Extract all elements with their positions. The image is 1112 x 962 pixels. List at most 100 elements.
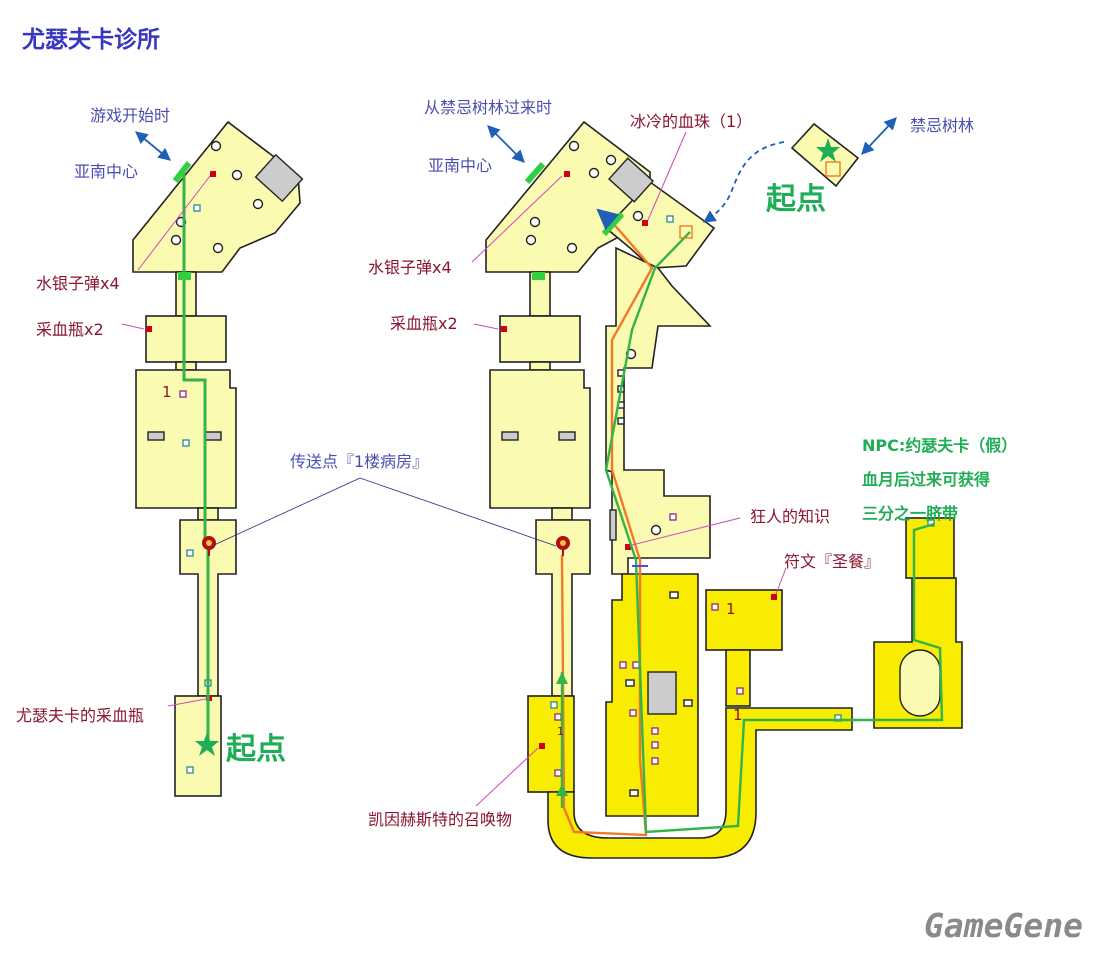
leader-line — [631, 517, 741, 546]
door-marker — [178, 272, 191, 280]
purple-marker-icon — [619, 661, 627, 669]
door-marker — [532, 272, 545, 280]
leader-line — [647, 131, 687, 221]
arrow-icon — [596, 208, 620, 231]
purple-marker-icon — [669, 513, 677, 521]
pillar-icon — [632, 210, 644, 222]
pillar-icon — [566, 242, 578, 254]
label-start-right: 起点 — [766, 182, 826, 217]
door-marker — [172, 161, 192, 183]
teleport-icon — [556, 536, 570, 556]
label-madman-knowledge: 狂人的知识 — [750, 507, 831, 526]
left-corridor-c — [197, 507, 219, 521]
purple-marker-icon — [632, 661, 640, 669]
forest-inner-box — [825, 161, 841, 177]
door-marker — [524, 162, 546, 184]
arrow-up-icon — [556, 784, 568, 796]
purple-marker-icon — [651, 757, 659, 765]
item-marker-icon — [771, 594, 777, 600]
teleport-leader-line — [359, 477, 557, 547]
label-yanan-center-right: 亚南中心 — [428, 156, 493, 175]
leader-line — [775, 567, 787, 595]
right-grey-block — [608, 157, 654, 203]
window-icon — [683, 699, 693, 707]
item-marker-icon — [146, 326, 152, 332]
left-room-b — [145, 315, 227, 363]
item-marker-icon — [564, 171, 570, 177]
left-route-path — [182, 172, 210, 745]
label-mercury-bullets-left: 水银子弹x4 — [36, 274, 120, 293]
room-number-left: 1 — [162, 383, 172, 401]
label-forbidden-woods: 禁忌树林 — [910, 116, 975, 135]
leader-line — [471, 175, 563, 263]
label-rune: 符文『圣餐』 — [784, 552, 881, 571]
label-npc-line3: 三分之一脐带 — [862, 504, 959, 523]
item-marker-icon — [625, 544, 631, 550]
right-bench-1 — [501, 431, 519, 441]
room-number-c: 1 — [557, 725, 564, 738]
left-bench-2 — [204, 431, 222, 441]
double-arrow-icon — [135, 131, 171, 161]
right-long-corridor — [605, 246, 712, 575]
pillar-icon — [210, 140, 222, 152]
right-bench-2 — [558, 431, 576, 441]
purple-marker-icon — [554, 769, 562, 777]
label-yanan-center-left: 亚南中心 — [74, 162, 139, 181]
double-arrow-icon — [487, 125, 525, 163]
left-bench-1 — [147, 431, 165, 441]
item-marker-icon — [501, 326, 507, 332]
right-wall-slot — [609, 509, 617, 541]
item-marker-icon — [642, 220, 648, 226]
left-grey-block — [254, 153, 304, 203]
leader-line — [121, 323, 145, 330]
label-npc-line1: NPC:约瑟夫卡（假） — [862, 436, 1018, 455]
watermark: GameGene — [924, 906, 1083, 945]
right-summon-room — [527, 695, 575, 793]
arrow-up-icon — [556, 672, 568, 684]
purple-marker-icon — [651, 727, 659, 735]
page-title: 尤瑟夫卡诊所 — [22, 27, 160, 53]
right-door-box — [679, 225, 693, 239]
purple-marker-icon — [179, 390, 187, 398]
purple-marker-icon — [651, 741, 659, 749]
pillar-icon — [650, 524, 662, 536]
window-icon — [617, 417, 625, 425]
pillar-icon — [568, 140, 580, 152]
pillar-icon — [231, 169, 243, 181]
teleport-leader-line — [211, 477, 361, 547]
label-game-start: 游戏开始时 — [90, 106, 171, 125]
item-marker-icon — [210, 171, 216, 177]
pillar-icon — [212, 242, 224, 254]
cyan-marker-icon — [666, 215, 674, 223]
left-map — [132, 120, 301, 797]
window-icon — [625, 679, 635, 687]
label-kainhurst-summons: 凯因赫斯特的召唤物 — [368, 810, 513, 829]
leader-line — [475, 747, 539, 807]
pillar-icon — [605, 154, 617, 166]
purple-marker-icon — [629, 709, 637, 717]
right-corridor-b — [529, 361, 551, 371]
archway-icon — [899, 649, 941, 717]
teleport-icon — [202, 536, 216, 556]
pillar-icon — [252, 198, 264, 210]
purple-marker-icon — [711, 603, 719, 611]
leader-line — [167, 698, 207, 707]
star-icon — [816, 138, 840, 162]
purple-marker-icon — [554, 713, 562, 721]
cyan-marker-icon — [193, 204, 201, 212]
right-big-room — [489, 369, 591, 509]
label-cold-blood-gem: 冰冷的血珠（1） — [630, 112, 753, 131]
left-start-room — [174, 695, 222, 797]
right-rune-room — [705, 589, 783, 651]
label-npc-line2: 血月后过来可获得 — [862, 470, 991, 489]
leader-line — [473, 323, 499, 330]
label-teleport: 传送点『1楼病房』 — [290, 452, 429, 471]
pillar-icon — [529, 216, 541, 228]
label-blood-vials-right: 采血瓶x2 — [390, 314, 458, 333]
left-top-hall — [132, 120, 301, 273]
leader-line — [137, 175, 211, 271]
label-from-forest: 从禁忌树林过来时 — [424, 98, 553, 117]
right-u-hall — [547, 707, 853, 859]
